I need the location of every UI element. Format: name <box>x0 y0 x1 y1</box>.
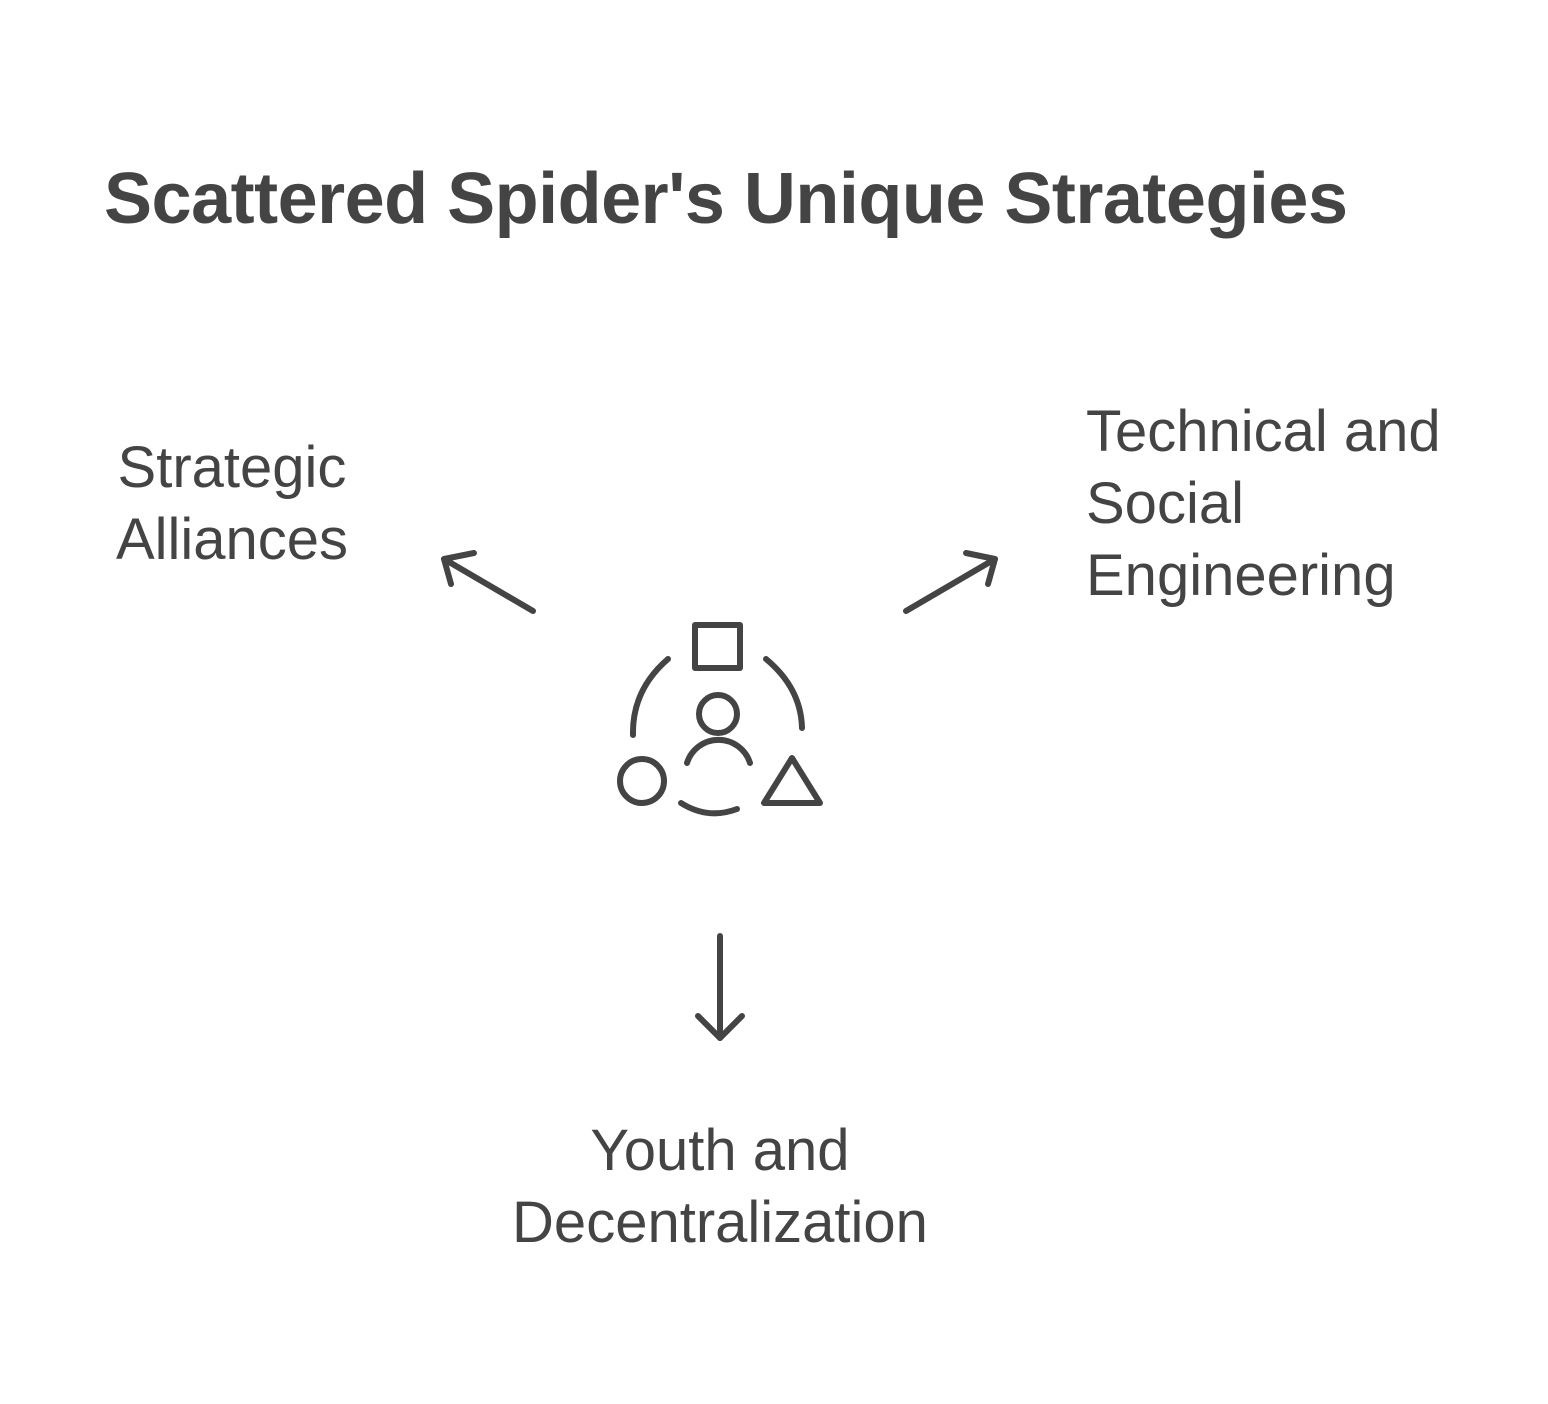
branch-label-strategic-alliances: Strategic Alliances <box>100 432 364 576</box>
left-arc-icon <box>629 656 671 738</box>
right-arc-icon <box>763 656 805 731</box>
arrow-down-icon <box>695 933 745 1041</box>
branch-label-line: Strategic <box>117 435 347 500</box>
branch-label-line: Social <box>1086 471 1244 536</box>
branch-label-line: Engineering <box>1086 543 1396 608</box>
person-shoulders-icon <box>684 736 753 766</box>
branch-label-line: Alliances <box>115 507 349 572</box>
arrow-up-left-icon <box>441 550 536 614</box>
square-shape-icon <box>692 622 743 671</box>
arrow-up-right-icon <box>903 550 998 614</box>
branch-label-technical-social-engineering: Technical and Social Engineering <box>1086 396 1441 612</box>
branch-label-line: Decentralization <box>512 1190 928 1255</box>
triangle-shape-icon <box>761 755 823 806</box>
branch-label-line: Technical and <box>1086 399 1441 464</box>
branch-label-youth-decentralization: Youth and Decentralization <box>420 1115 1020 1259</box>
bottom-arc-icon <box>678 800 740 817</box>
team-shapes-icon <box>617 622 823 817</box>
circle-shape-icon <box>617 756 667 806</box>
person-head-icon <box>696 692 740 736</box>
diagram-title: Scattered Spider's Unique Strategies <box>104 159 1348 239</box>
branch-label-line: Youth and <box>590 1118 850 1183</box>
